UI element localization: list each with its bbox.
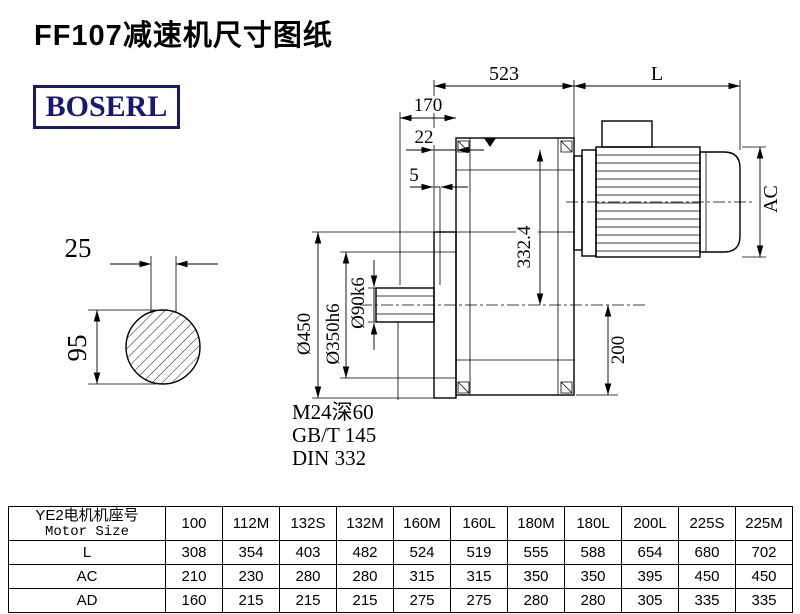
table-cell: 215 (279, 588, 337, 613)
table-cell: 160 (165, 588, 223, 613)
table-cell: 280 (564, 588, 622, 613)
dia-spigot-label: Ø350h6 (323, 303, 344, 364)
dia-bore-label: Ø90k6 (348, 277, 369, 329)
table-cell: 315 (450, 564, 508, 589)
thread-note: M24深60 GB/T 145 DIN 332 (292, 400, 376, 470)
brand-logo-text: BOSERL (45, 90, 168, 123)
fan-cover (699, 151, 741, 253)
table-cell: 555 (507, 540, 565, 565)
table-cell: 354 (222, 540, 280, 565)
table-cell: 215 (222, 588, 280, 613)
terminal-box (601, 120, 653, 148)
table-cell: 315 (393, 564, 451, 589)
brand-logo: BOSERL (33, 85, 180, 129)
table-cell: 210 (165, 564, 223, 589)
table-cell: 275 (450, 588, 508, 613)
column-header: 200L (621, 506, 679, 541)
table-header-cn: YE2电机机座号 (35, 507, 139, 525)
table-cell: 350 (507, 564, 565, 589)
table-header-en: Motor Size (44, 524, 129, 540)
table-cell: 519 (450, 540, 508, 565)
dim-22-label: 22 (415, 127, 434, 148)
lifting-lug-mark (484, 138, 496, 147)
gearbox-housing (455, 137, 575, 396)
dim-overall-length-label: 523 (489, 63, 519, 85)
table-header-cell: YE2电机机座号 Motor Size (8, 506, 166, 541)
dim-5-label: 5 (409, 165, 419, 186)
table-cell: 654 (621, 540, 679, 565)
table-cell: 588 (564, 540, 622, 565)
table-cell: 450 (678, 564, 736, 589)
column-header: 180L (564, 506, 622, 541)
dim-200-label: 200 (608, 336, 629, 365)
shaft-section-detail: 25 95 (62, 233, 218, 385)
column-header: 225S (678, 506, 736, 541)
reducer-dimension-drawing: 523 L 170 22 5 AC 332.4 200 Ø450 Ø350h6 … (62, 63, 782, 470)
thread-note-line3: DIN 332 (292, 446, 366, 470)
column-header: 180M (507, 506, 565, 541)
table-cell: 680 (678, 540, 736, 565)
table-cell: 403 (279, 540, 337, 565)
thread-note-line2: GB/T 145 (292, 423, 376, 447)
table-cell: 395 (621, 564, 679, 589)
column-header: 225M (735, 506, 793, 541)
column-header: 112M (222, 506, 280, 541)
dim-170-label: 170 (414, 95, 443, 116)
column-header: 132S (279, 506, 337, 541)
dia-flange-label: Ø450 (294, 313, 315, 355)
dim-ac-label: AC (760, 185, 782, 213)
dim-center-height-label: 332.4 (514, 225, 535, 268)
table-cell: 482 (336, 540, 394, 565)
table-cell: 335 (678, 588, 736, 613)
table-cell: 280 (279, 564, 337, 589)
output-shaft (375, 287, 435, 323)
table-cell: 702 (735, 540, 793, 565)
dim-shaft-height-label: 95 (62, 335, 92, 362)
table-cell: 305 (621, 588, 679, 613)
table-cell: 450 (735, 564, 793, 589)
flange-outline (433, 231, 457, 399)
dimensions: 523 L 170 22 5 AC 332.4 200 Ø450 Ø350h6 … (294, 63, 782, 400)
table-cell: 275 (393, 588, 451, 613)
column-header: 132M (336, 506, 394, 541)
table-cell: 335 (735, 588, 793, 613)
shaft-outline (375, 287, 435, 323)
row-label: AC (8, 564, 166, 589)
thread-note-line1: M24深60 (292, 400, 374, 424)
row-label: AD (8, 588, 166, 613)
shaft-section-circle (125, 309, 201, 385)
centerlines (360, 201, 754, 306)
row-label: L (8, 540, 166, 565)
table-cell: 280 (507, 588, 565, 613)
table-cell: 524 (393, 540, 451, 565)
column-header: 160L (450, 506, 508, 541)
output-flange (433, 231, 457, 399)
motor (573, 120, 741, 258)
page-title: FF107减速机尺寸图纸 (34, 20, 333, 52)
table-cell: 350 (564, 564, 622, 589)
dim-key-width-label: 25 (65, 233, 92, 263)
table-cell: 308 (165, 540, 223, 565)
column-header: 100 (165, 506, 223, 541)
table-cell: 230 (222, 564, 280, 589)
dim-motor-length-label: L (651, 63, 663, 85)
column-header: 160M (393, 506, 451, 541)
table-cell: 215 (336, 588, 394, 613)
table-cell: 280 (336, 564, 394, 589)
